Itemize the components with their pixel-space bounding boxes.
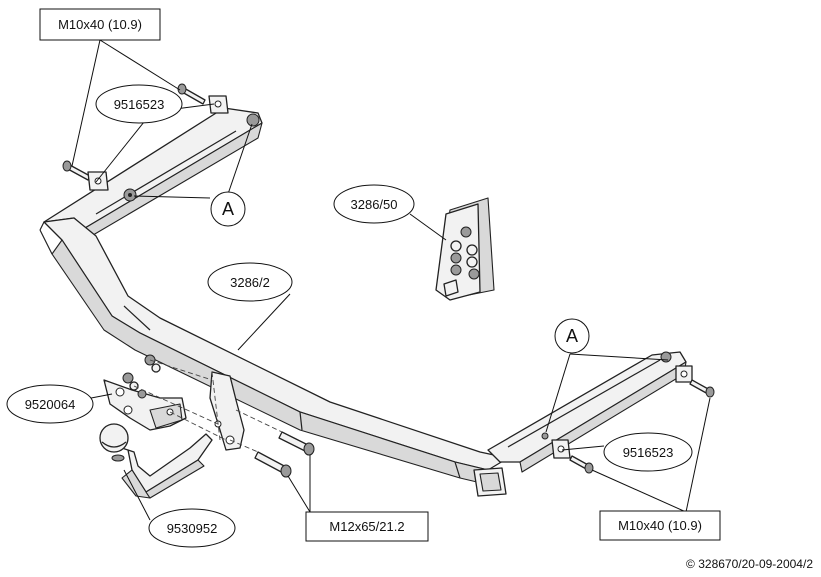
fitting-line-3: [169, 411, 227, 441]
bolt-m12-2: [278, 431, 315, 456]
label-bracket: 9520064: [25, 397, 76, 412]
bolt-m12-1: [254, 451, 292, 478]
bolt-right-1: [569, 455, 594, 474]
callout-bar: 3286/2: [207, 262, 293, 302]
callout-ref-a-top: A: [210, 191, 246, 227]
label-bar: 3286/2: [230, 275, 270, 290]
bolt-right-2: [689, 379, 715, 398]
callout-ball: 9530952: [148, 508, 236, 548]
label-ref-a-top: A: [222, 199, 234, 219]
bolt-top-1: [177, 83, 206, 105]
center-bracket: [209, 371, 245, 451]
plate-right-2: [675, 365, 693, 383]
callout-plate-top: 9516523: [95, 84, 183, 124]
fastener-kit-bag: [435, 197, 495, 301]
fitting-line-4: [229, 439, 259, 453]
callout-bolt-mid: M12x65/21.2: [305, 511, 429, 542]
callout-bolt-top: M10x40 (10.9): [39, 8, 161, 41]
leader-lines: [59, 39, 711, 521]
leader-kit: [409, 213, 447, 241]
label-ref-a-right: A: [566, 326, 578, 346]
fitting-line-5: [235, 409, 283, 433]
fitting-line-6: [211, 371, 221, 441]
label-ball: 9530952: [167, 521, 218, 536]
left-side-arm: [43, 107, 263, 239]
callout-bolt-right: M10x40 (10.9): [599, 510, 721, 541]
label-kit: 3286/50: [351, 197, 398, 212]
plate-top-2: [87, 171, 109, 191]
callout-ref-a-right: A: [554, 318, 590, 354]
main-cross-bar: [39, 217, 509, 497]
fitting-line-1: [149, 359, 213, 381]
label-plate-top: 9516523: [114, 97, 165, 112]
socket-bracket: [103, 379, 187, 431]
tow-ball: [99, 423, 213, 499]
callout-bracket: 9520064: [6, 384, 94, 424]
fitting-line-2: [133, 385, 219, 425]
label-bolt-mid: M12x65/21.2: [329, 519, 404, 534]
copyright-note: © 328670/20-09-2004/2: [686, 557, 813, 571]
plate-top-1: [208, 95, 229, 114]
label-bolt-top: M10x40 (10.9): [58, 17, 142, 32]
callout-plate-right: 9516523: [603, 432, 693, 472]
bolt-top-2: [62, 160, 91, 181]
callout-kit: 3286/50: [333, 184, 415, 224]
label-bolt-right: M10x40 (10.9): [618, 518, 702, 533]
plate-right: [551, 439, 571, 459]
label-plate-right: 9516523: [623, 445, 674, 460]
